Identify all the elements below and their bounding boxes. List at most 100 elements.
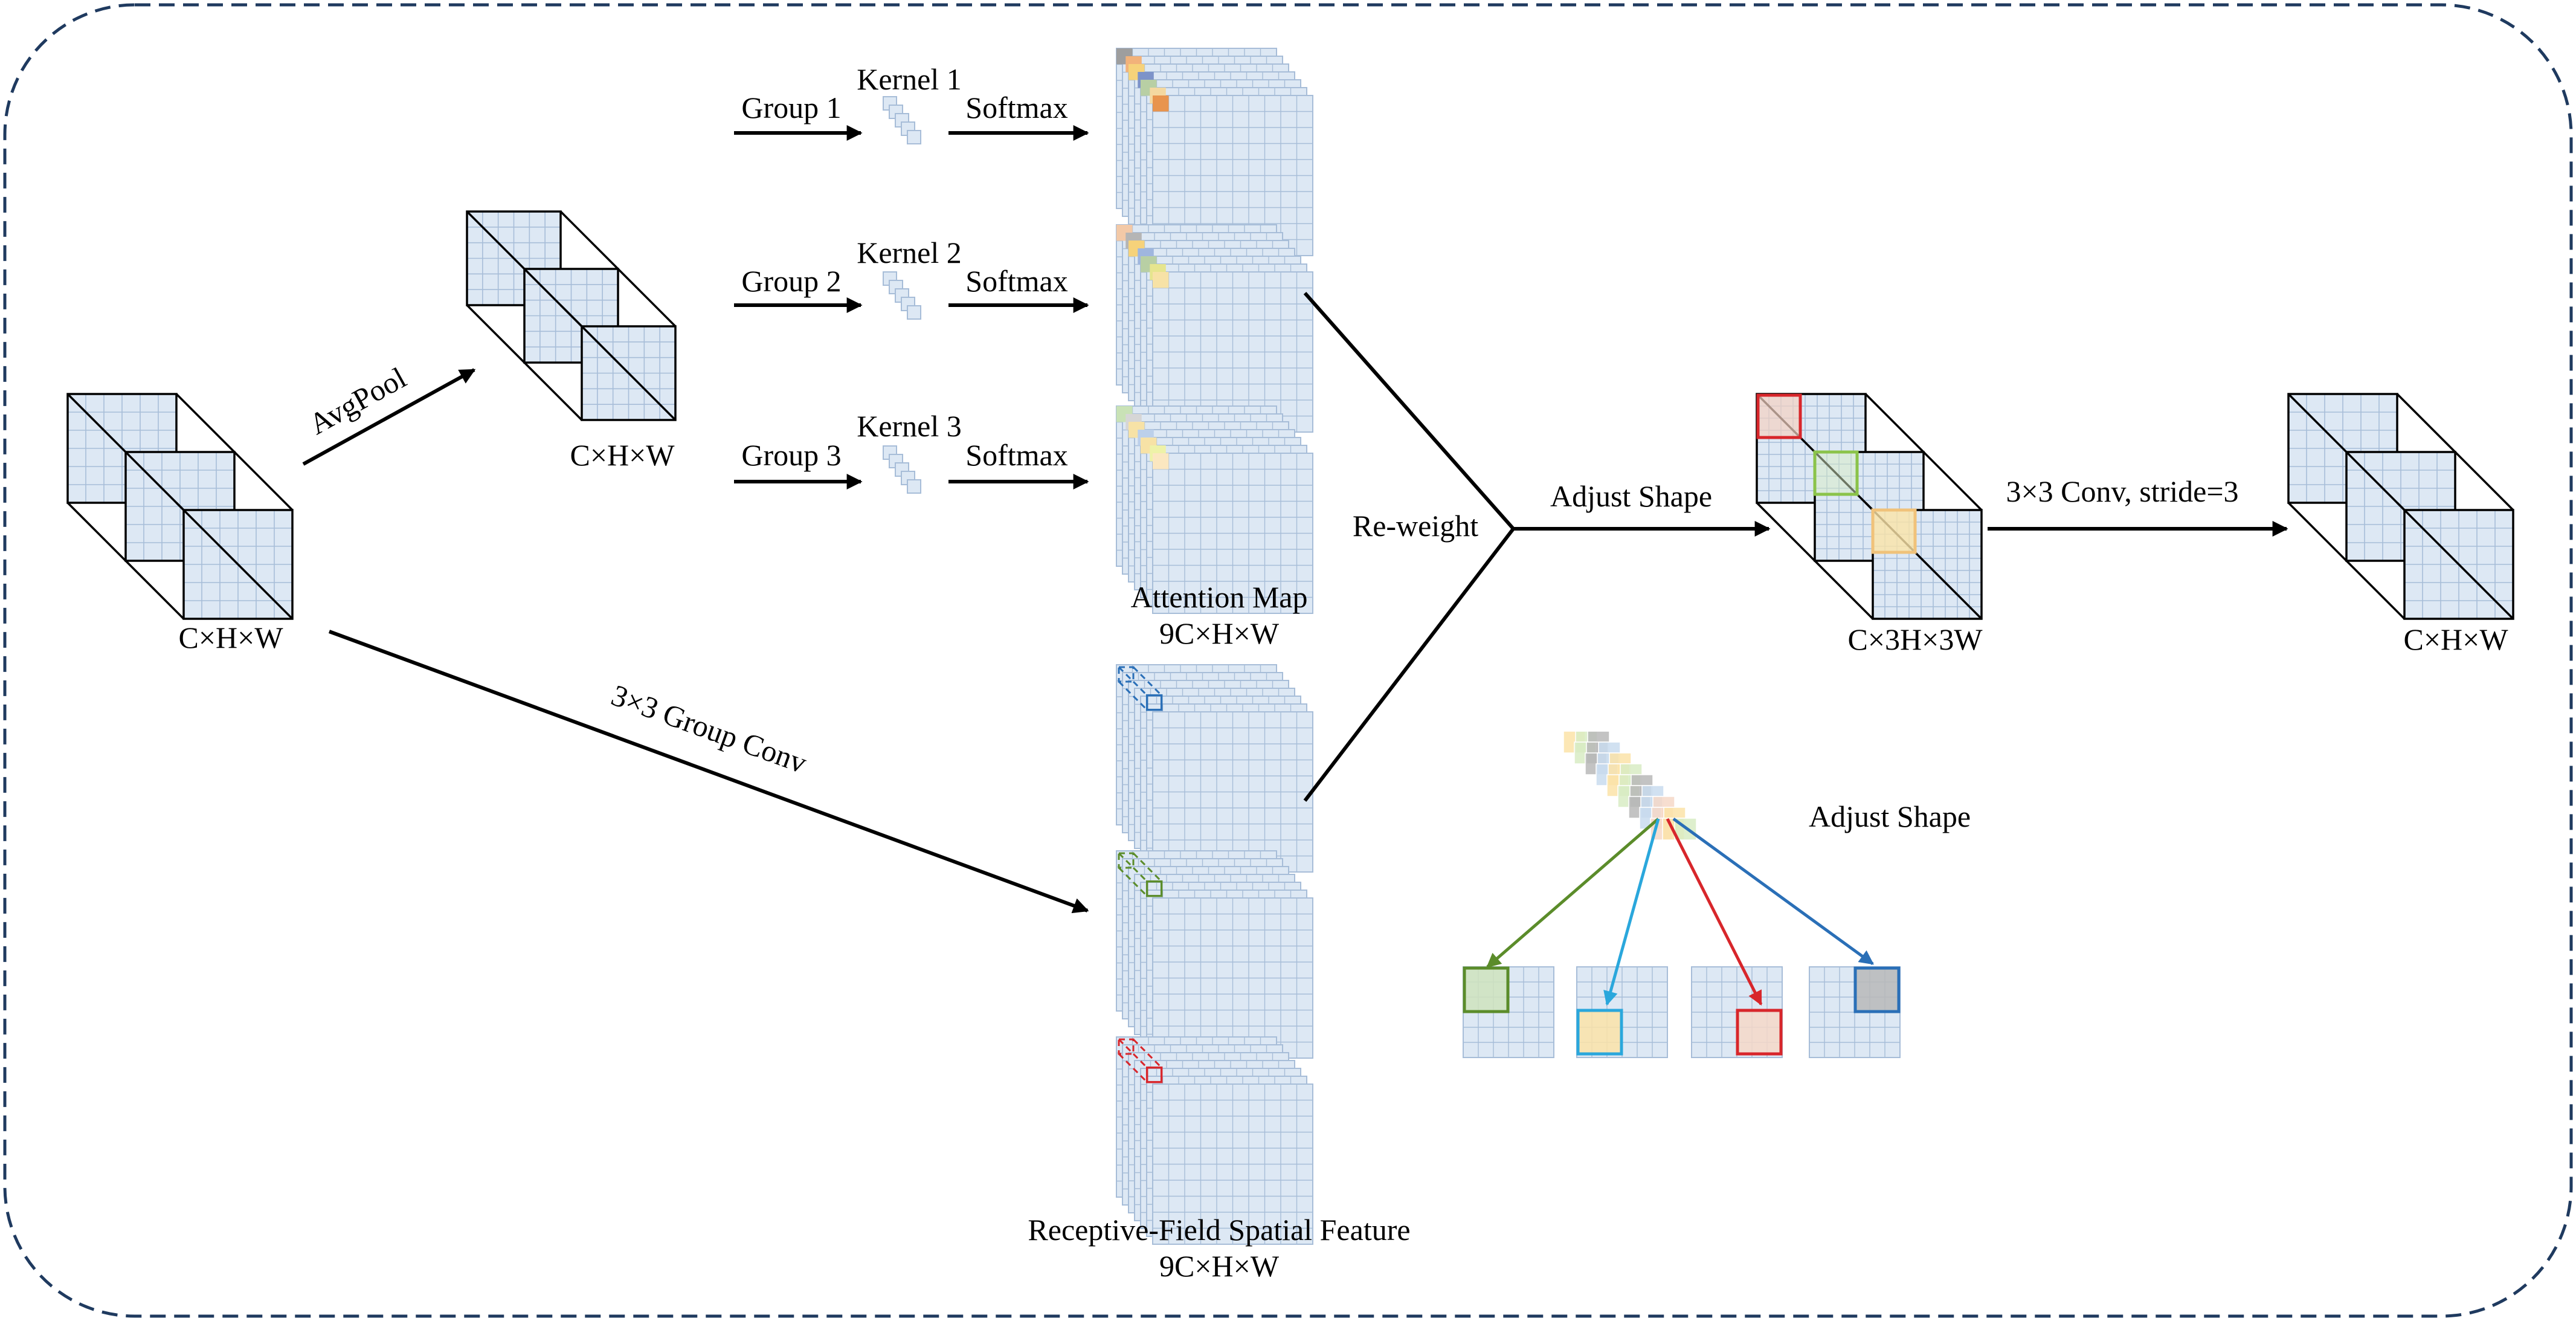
tensor-shape-part [1756,502,1874,620]
tensor-shape-part [1873,510,1982,619]
tensor-shape-part [559,304,677,421]
tensor-shape-part [1153,453,1313,613]
avgpool-arrow [302,368,476,466]
tensor-shape-part [907,130,921,144]
tensor-shape-part [1153,712,1313,872]
tensor-shape-part [2287,393,2406,511]
softmax2-label: Softmax [965,264,1067,298]
tensor-shape-part [2287,393,2398,504]
kernel2-label: Kernel 2 [857,236,962,270]
attention-map-label: Attention Map [1130,580,1307,614]
adjust-shape-detail-stack [1563,731,1697,841]
diagram-shapes [66,48,2514,1245]
tensor-shape-part [1153,453,1169,470]
detail-arrow-blue [1672,817,1874,966]
input-dim-label: C×H×W [178,621,283,654]
tensor-shape-part [1736,1009,1783,1056]
output-tensor [2287,393,2514,620]
adjusted-dim-label: C×3H×3W [1847,622,1983,656]
tensor-shape-part [1152,453,1313,614]
tensor-shape-part [1145,1066,1163,1083]
output-dim-label: C×H×W [2403,622,2508,656]
tensor-shape-part [1814,451,1925,562]
tensor-shape-part [1145,694,1163,711]
tensor-shape-part [1153,898,1313,1058]
tensor-shape-part [1153,95,1313,256]
reweight-upper-line [1303,292,1515,530]
tensor-shape-part [1153,272,1313,432]
text-labels: C×H×W AvgPool C×H×W Group 1 Group 2 Grou… [178,62,2508,1283]
tensor-shape-part [907,479,921,494]
rf-feature-stack-green [1116,850,1313,1059]
pooled-dim-label: C×H×W [570,438,675,472]
reweight-label: Re-weight [1353,509,1478,543]
softmax1-label: Softmax [965,91,1067,124]
tensor-shape-part [1872,509,1983,620]
tensor-shape-part [2396,502,2514,620]
tensor-shape-part [1463,966,1510,1013]
tensor-shape-part [66,502,185,620]
tensor-shape-part [907,305,921,320]
tensor-shape-part [559,210,677,328]
conv-stride-label: 3×3 Conv, stride=3 [2006,474,2238,508]
tensor-shape-part [182,509,294,620]
adjusted-tensor [1756,393,1983,620]
pooled-tensor [466,210,677,421]
tensor-shape-part [466,210,562,306]
tensor-shape-part [523,268,619,364]
rf-feature-stack-blue [1116,664,1313,873]
tensor-shape-part [2345,451,2456,562]
kernel1-label: Kernel 1 [857,62,962,96]
avgpool-label: AvgPool [303,360,411,441]
tensor-shape-part [1871,508,1917,554]
group-conv-arrow [328,630,1089,914]
outer-dashed-frame [3,3,2573,1318]
detail-grid-cyan [1576,966,1668,1058]
tensor-shape-part [1815,452,1924,561]
reweight-lower-line [1303,528,1515,802]
connectors [302,125,2288,1006]
detail-arrow-red [1666,818,1763,1006]
tensor-shape-part [1756,393,1802,439]
kernel2-column [883,271,921,320]
tensor-shape-part [1153,1084,1313,1244]
softmax3-label: Softmax [965,438,1067,472]
detail-arrow-cyan [1603,818,1660,1006]
group3-label: Group 3 [741,438,841,472]
tensor-shape-part [175,393,294,511]
group2-label: Group 2 [741,264,841,298]
tensor-shape-part [1853,966,1901,1013]
tensor-shape-part [1153,272,1169,288]
tensor-shape-part [581,325,677,421]
tensor-shape-part [175,502,294,620]
tensor-shape-part [1756,393,1867,504]
tensor-shape-part [1576,1009,1623,1056]
rf-dim-label: 9C×H×W [1159,1249,1280,1283]
tensor-shape-part [466,304,583,421]
detail-grid-blue [1809,966,1901,1058]
tensor-shape-part [1145,880,1163,897]
rf-feature-stack-red [1116,1036,1313,1245]
detail-grid-green [1463,966,1554,1058]
tensor-shape-part [1864,393,1983,511]
tensor-shape-part [1152,1083,1313,1245]
tensor-shape-part [2396,393,2514,511]
tensor-shape-part [66,393,185,511]
group1-label: Group 1 [741,91,841,124]
tensor-shape-part [1757,394,1866,503]
kernel3-label: Kernel 3 [857,409,962,443]
detail-grid-red [1691,966,1783,1058]
tensor-shape-part [2403,509,2514,620]
input-tensor [66,393,294,620]
adjust-shape-detail-label: Adjust Shape [1809,799,1971,833]
kernel3-column [883,445,921,494]
tensor-shape-part [2287,502,2406,620]
attention-dim-label: 9C×H×W [1159,616,1280,650]
tensor-shape-part [1813,450,1859,496]
group-conv-label: 3×3 Group Conv [607,678,811,780]
rf-feature-label: Receptive-Field Spatial Feature [1028,1213,1410,1247]
kernel1-column [883,96,921,144]
attention-map-stack-3 [1116,405,1313,614]
